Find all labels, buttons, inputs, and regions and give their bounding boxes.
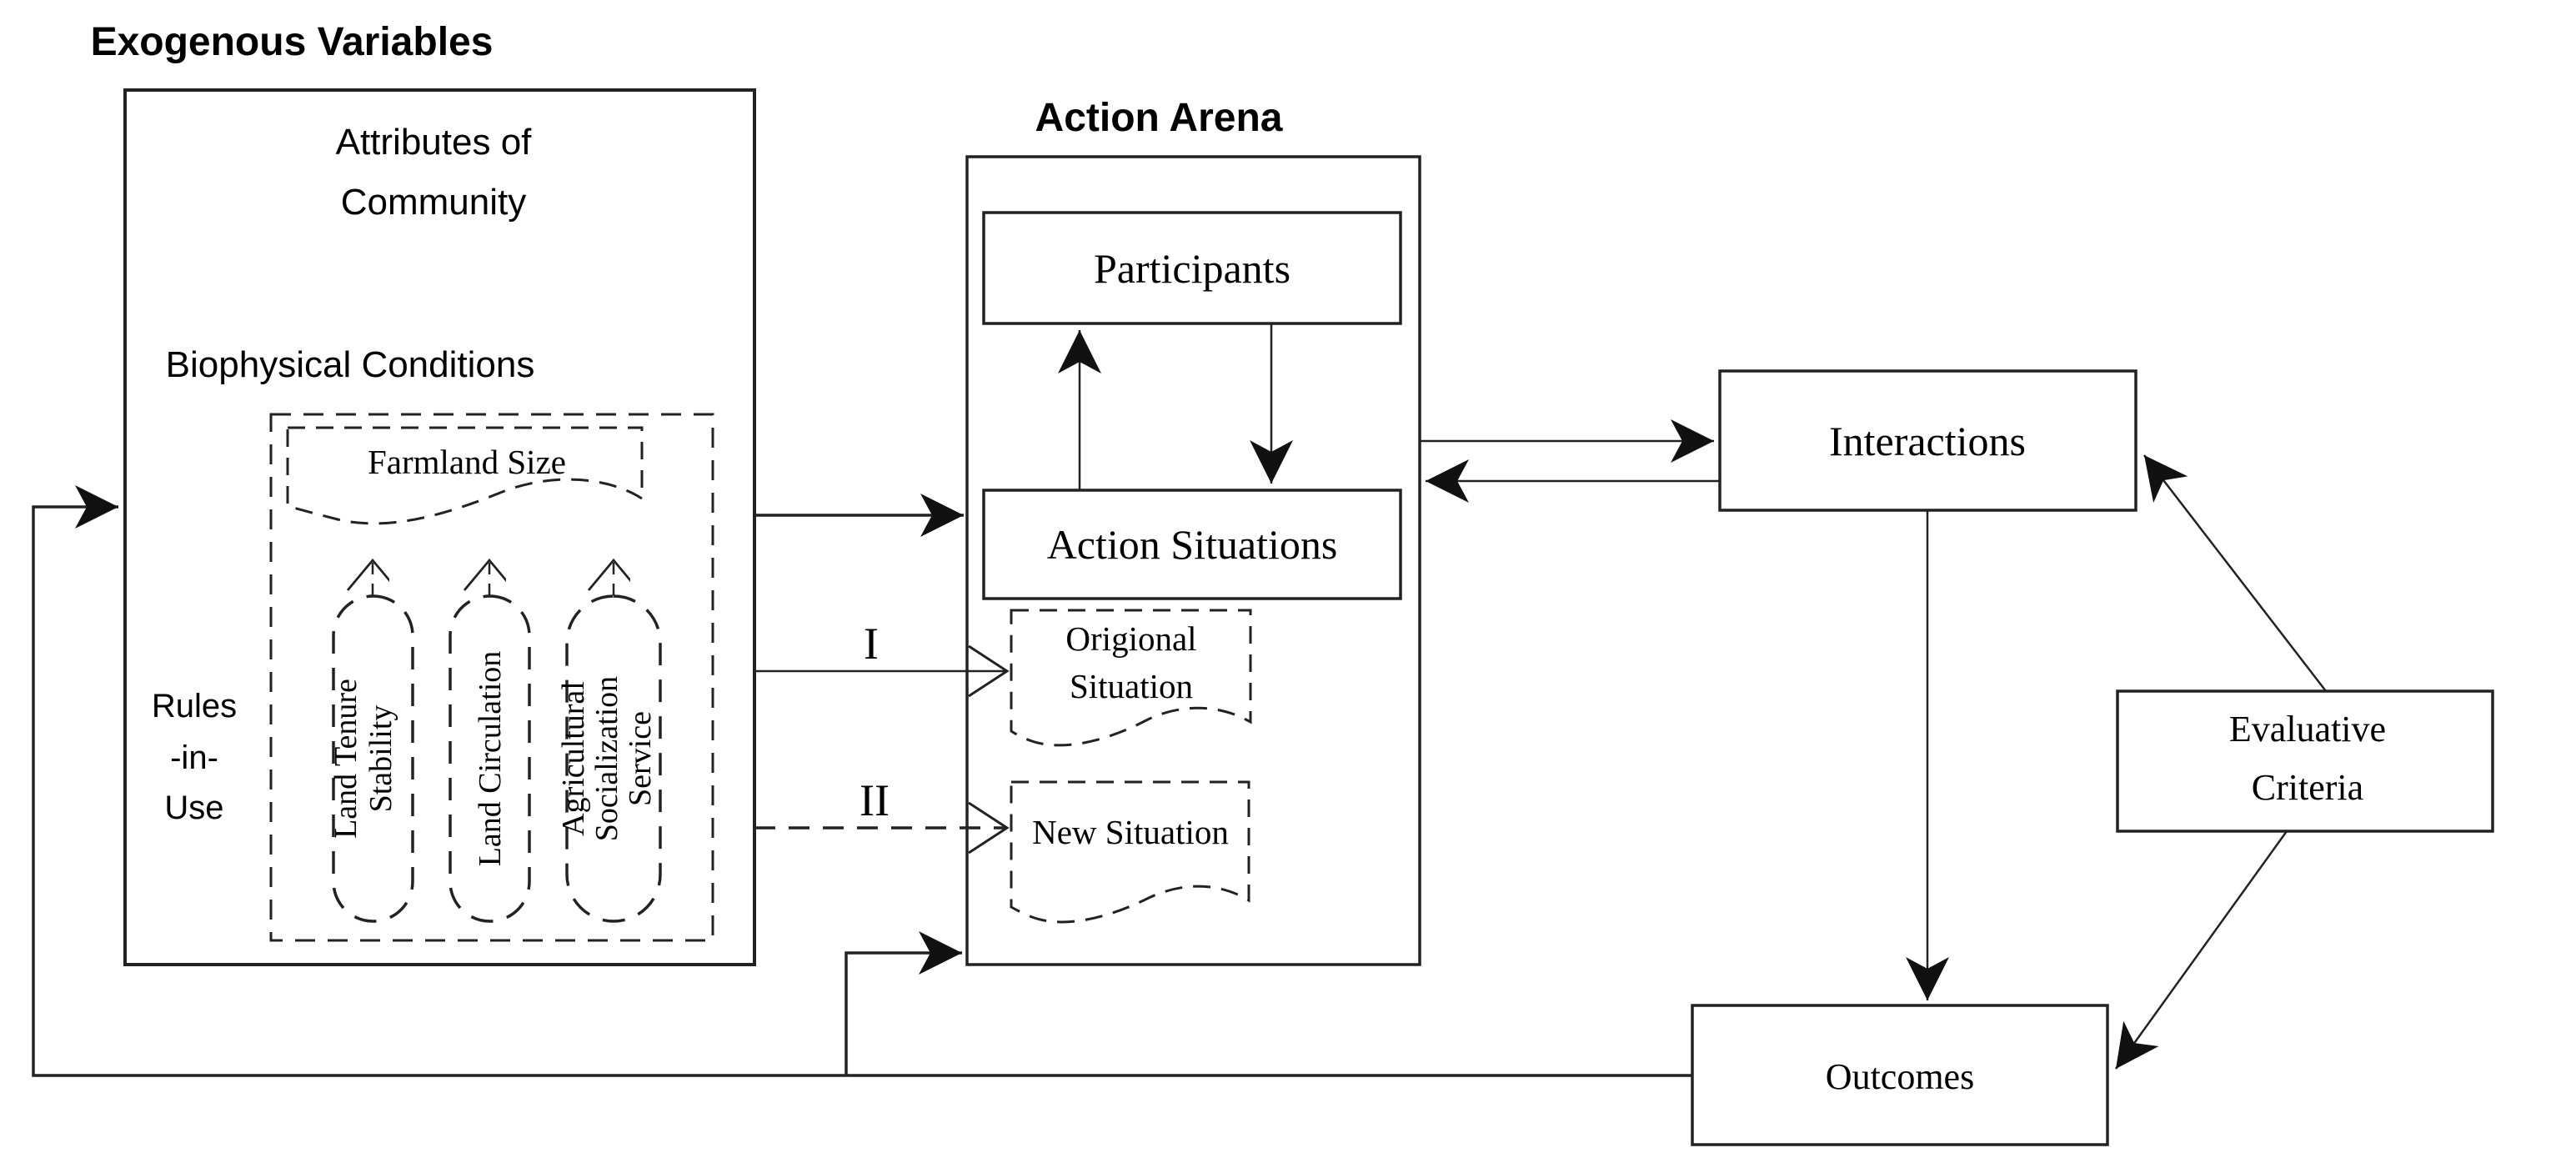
- participants-label: Participants: [1094, 245, 1291, 292]
- path-label-I: I: [864, 619, 879, 669]
- land-tenure-stability-label-line2: Stability: [363, 705, 398, 813]
- agricultural-socialization-label-line1: Agricultural: [556, 681, 591, 836]
- evaluative-criteria-label-line2: Criteria: [2252, 767, 2363, 808]
- farmland-size-doc-shape: [286, 426, 644, 525]
- interactions-box: [1718, 369, 2137, 512]
- action-arena-title: Action Arena: [1035, 96, 1283, 140]
- rules-in-use-label-line2: -in-: [170, 739, 218, 776]
- agricultural-socialization-service-pill: [565, 594, 662, 923]
- action-situations-label: Action Situations: [1047, 521, 1338, 568]
- agricultural-socialization-label-line2: Socialization: [589, 676, 624, 841]
- exogenous-variables-box: [123, 88, 756, 966]
- land-circulation-pill: [449, 594, 531, 923]
- interactions-label: Interactions: [1829, 418, 2026, 464]
- evaluative-criteria-label-line1: Evaluative: [2229, 709, 2386, 749]
- land-circulation-label: Land Circulation: [473, 651, 508, 867]
- outcomes-feedback-to-action-arena-line: [844, 931, 962, 1075]
- land-tenure-stability-pill: [332, 594, 414, 923]
- action-situations-box: [982, 489, 1402, 600]
- evaluative-to-outcomes-arrow: [2114, 830, 2288, 1070]
- outcomes-label: Outcomes: [1826, 1056, 1974, 1097]
- agricultural-socialization-label-line3: Service: [623, 711, 658, 806]
- evaluative-to-interactions-arrow: [2143, 454, 2327, 692]
- rules-in-use-label-line1: Rules: [152, 688, 237, 724]
- land-tenure-stability-label-line1: Land Tenure: [328, 679, 363, 839]
- biophysical-dashed-region: [269, 413, 714, 942]
- origional-situation-label-line1: Origional: [1065, 619, 1196, 658]
- rules-in-use-label-line3: Use: [164, 790, 223, 826]
- attributes-of-community-label-line1: Attributes of: [336, 122, 533, 163]
- attributes-of-community-label-line2: Community: [341, 182, 527, 223]
- evaluative-criteria-box: [2116, 689, 2494, 833]
- new-situation-label: New Situation: [1032, 813, 1229, 851]
- participants-box: [982, 211, 1402, 325]
- origional-situation-label-line2: Situation: [1070, 667, 1193, 705]
- path-label-II: II: [860, 775, 890, 825]
- farmland-size-label: Farmland Size: [368, 443, 566, 481]
- biophysical-conditions-label: Biophysical Conditions: [166, 344, 535, 385]
- exogenous-variables-title: Exogenous Variables: [91, 20, 494, 64]
- outcomes-feedback-to-exogenous-line: [32, 485, 1692, 1077]
- outcomes-box: [1691, 1004, 2109, 1146]
